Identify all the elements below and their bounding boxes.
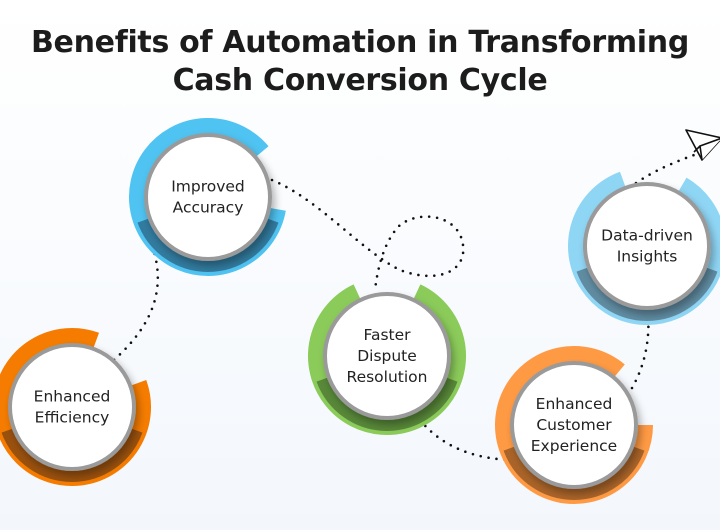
ring-shade	[1, 427, 143, 482]
title-line-2: Cash Conversion Cycle	[172, 63, 548, 98]
benefit-label-line: Improved	[171, 178, 245, 196]
benefit-label-line: Experience	[531, 437, 617, 455]
title-line-1: Benefits of Automation in Transforming	[30, 25, 689, 60]
benefit-label-line: Faster	[363, 326, 411, 344]
ring-shade	[316, 376, 458, 431]
benefit-label-line: Resolution	[347, 368, 428, 386]
paper-plane-icon	[685, 129, 720, 161]
inner-circle	[510, 361, 638, 489]
inner-circle	[323, 292, 451, 420]
benefit-label-line: Insights	[617, 248, 678, 266]
ring-shade	[137, 217, 279, 272]
benefit-label-line: Enhanced	[34, 388, 111, 406]
benefit-label-line: Efficiency	[35, 409, 110, 427]
benefit-label-line: Customer	[536, 416, 612, 434]
inner-circle	[8, 343, 136, 471]
benefit-label-line: Data-driven	[601, 227, 693, 245]
page-title: Benefits of Automation in Transforming C…	[0, 24, 720, 100]
benefit-label-line: Dispute	[357, 347, 417, 365]
inner-circle	[144, 133, 272, 261]
benefit-label-line: Accuracy	[173, 199, 244, 217]
ring-shade	[503, 445, 645, 500]
benefit-label-line: Enhanced	[536, 395, 613, 413]
ring-shade	[576, 266, 718, 321]
inner-circle	[583, 182, 711, 310]
